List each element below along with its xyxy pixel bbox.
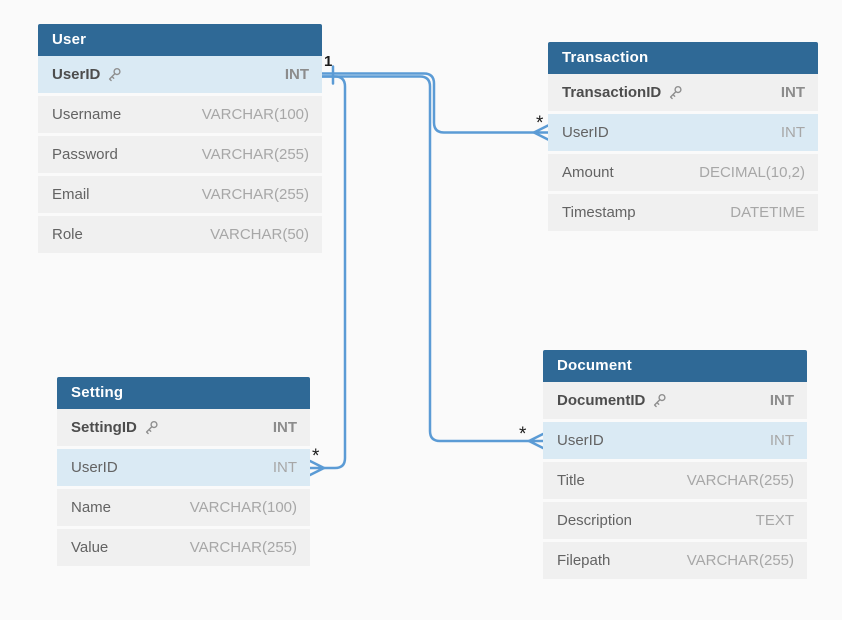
relationship-line-user-transaction[interactable] bbox=[320, 72, 536, 134]
table-row[interactable]: UserID INT bbox=[543, 422, 807, 459]
field-type: INT bbox=[769, 432, 794, 449]
field-name: Description bbox=[557, 512, 633, 529]
table-row[interactable]: UserID INT bbox=[548, 114, 818, 151]
field-name: SettingID bbox=[71, 419, 159, 436]
field-type: VARCHAR(100) bbox=[201, 106, 309, 123]
field-type: VARCHAR(100) bbox=[189, 499, 297, 516]
field-name: Username bbox=[52, 106, 122, 123]
field-type: DATETIME bbox=[730, 204, 805, 221]
field-type: VARCHAR(50) bbox=[210, 226, 309, 243]
table-document[interactable]: Document DocumentID INT UserID INT Title… bbox=[543, 350, 807, 582]
field-name: UserID bbox=[557, 432, 604, 449]
table-row[interactable]: TransactionID INT bbox=[548, 74, 818, 111]
field-name: Amount bbox=[562, 164, 614, 181]
table-row[interactable]: Description TEXT bbox=[543, 502, 807, 539]
field-type: VARCHAR(255) bbox=[686, 552, 794, 569]
cardinality-label-many-transaction: * bbox=[536, 113, 544, 134]
table-row[interactable]: Value VARCHAR(255) bbox=[57, 529, 310, 566]
field-name: UserID bbox=[562, 124, 609, 141]
field-type: INT bbox=[780, 124, 805, 141]
primary-key-icon bbox=[145, 420, 158, 435]
crowfoot-many-setting-icon bbox=[308, 459, 326, 477]
table-row[interactable]: Role VARCHAR(50) bbox=[38, 216, 322, 253]
table-document-header[interactable]: Document bbox=[543, 350, 807, 382]
cardinality-label-many-setting: * bbox=[312, 446, 320, 467]
field-name: Password bbox=[52, 146, 118, 163]
field-name: UserID bbox=[71, 459, 118, 476]
table-row[interactable]: Email VARCHAR(255) bbox=[38, 176, 322, 213]
table-row[interactable]: UserID INT bbox=[38, 56, 322, 93]
field-type: VARCHAR(255) bbox=[201, 186, 309, 203]
field-name: Timestamp bbox=[562, 204, 636, 221]
field-name: UserID bbox=[52, 66, 122, 83]
table-user-header[interactable]: User bbox=[38, 24, 322, 56]
field-type: INT bbox=[272, 419, 297, 436]
field-name: Name bbox=[71, 499, 112, 516]
field-name: Title bbox=[557, 472, 585, 489]
cardinality-label-many-document: * bbox=[519, 424, 527, 445]
table-row[interactable]: Password VARCHAR(255) bbox=[38, 136, 322, 173]
primary-key-icon bbox=[109, 67, 121, 82]
field-name: Role bbox=[52, 226, 83, 243]
table-row[interactable]: Username VARCHAR(100) bbox=[38, 96, 322, 133]
relationship-line-user-setting[interactable] bbox=[320, 75, 347, 470]
table-row[interactable]: Amount DECIMAL(10,2) bbox=[548, 154, 818, 191]
field-name: Filepath bbox=[557, 552, 611, 569]
cardinality-label-one: 1 bbox=[324, 53, 333, 70]
table-transaction-header[interactable]: Transaction bbox=[548, 42, 818, 74]
field-type: DECIMAL(10,2) bbox=[699, 164, 805, 181]
table-transaction[interactable]: Transaction TransactionID INT UserID INT… bbox=[548, 42, 818, 234]
field-name: TransactionID bbox=[562, 84, 683, 101]
table-setting[interactable]: Setting SettingID INT UserID INT Name VA… bbox=[57, 377, 310, 569]
table-row[interactable]: SettingID INT bbox=[57, 409, 310, 446]
crowfoot-many-transaction-icon bbox=[532, 124, 550, 141]
table-user[interactable]: User UserID INT Username VARCHAR(100) Pa… bbox=[38, 24, 322, 256]
field-type: INT bbox=[272, 459, 297, 476]
field-type: VARCHAR(255) bbox=[189, 539, 297, 556]
field-type: VARCHAR(255) bbox=[201, 146, 309, 163]
primary-key-icon bbox=[654, 393, 666, 408]
table-row[interactable]: DocumentID INT bbox=[543, 382, 807, 419]
field-name: DocumentID bbox=[557, 392, 667, 409]
table-row[interactable]: Name VARCHAR(100) bbox=[57, 489, 310, 526]
crowfoot-many-document-icon bbox=[527, 432, 545, 450]
table-row[interactable]: Title VARCHAR(255) bbox=[543, 462, 807, 499]
primary-key-icon bbox=[670, 85, 682, 100]
table-setting-header[interactable]: Setting bbox=[57, 377, 310, 409]
field-type: INT bbox=[284, 66, 309, 83]
field-type: INT bbox=[769, 392, 794, 409]
table-row[interactable]: Timestamp DATETIME bbox=[548, 194, 818, 231]
table-row[interactable]: UserID INT bbox=[57, 449, 310, 486]
relationship-line-user-document[interactable] bbox=[320, 75, 531, 443]
field-type: INT bbox=[780, 84, 805, 101]
field-type: VARCHAR(255) bbox=[686, 472, 794, 489]
field-name: Value bbox=[71, 539, 109, 556]
field-type: TEXT bbox=[755, 512, 794, 529]
table-row[interactable]: Filepath VARCHAR(255) bbox=[543, 542, 807, 579]
field-name: Email bbox=[52, 186, 90, 203]
